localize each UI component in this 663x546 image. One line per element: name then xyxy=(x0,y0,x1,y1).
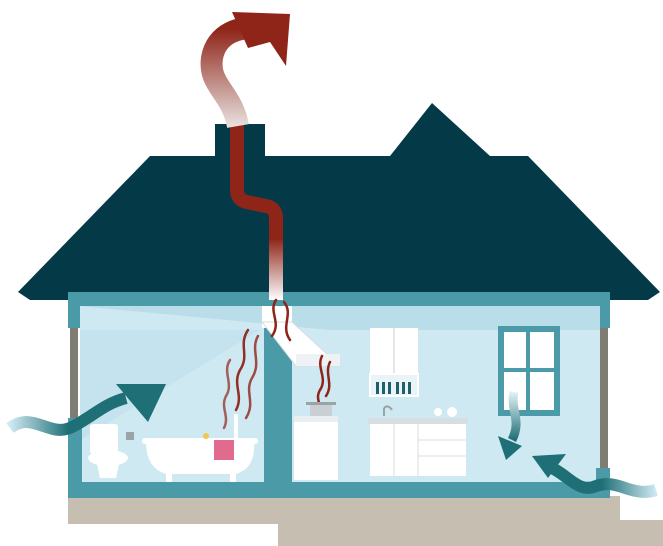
window xyxy=(498,326,560,416)
towel-icon xyxy=(214,440,234,460)
wall-post-left xyxy=(70,328,78,418)
wall-top-band xyxy=(68,292,610,306)
wall-cabinet-with-dishes xyxy=(370,328,418,396)
wall-post-right xyxy=(600,328,608,468)
chimney-exhaust-arrow xyxy=(212,12,290,126)
eave-left xyxy=(68,306,80,328)
roof xyxy=(18,103,660,300)
foundation xyxy=(68,496,663,546)
